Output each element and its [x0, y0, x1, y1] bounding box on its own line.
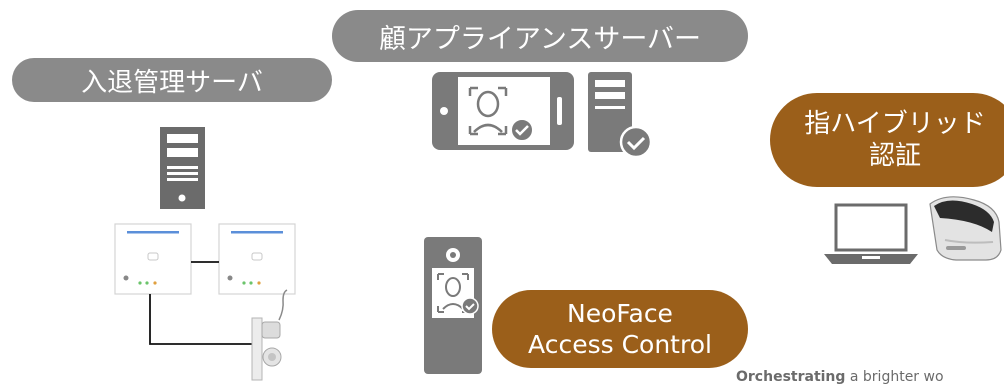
control-panel-left [114, 223, 192, 295]
laptop-icon [824, 203, 918, 264]
electric-lock-icon [251, 289, 288, 381]
face-appliance-server-label: 顧アプライアンスサーバー [332, 10, 748, 62]
tagline: Orchestrating a brighter wo [736, 369, 944, 385]
wiring-lines [149, 261, 252, 345]
finger-vein-sensor-icon [929, 196, 1002, 261]
tagline-rest: a brighter wo [845, 369, 944, 385]
neoface-access-control-label: NeoFace Access Control [492, 290, 748, 368]
control-panel-right [218, 223, 296, 295]
finger-hybrid-auth-label: 指ハイブリッド 認証 [770, 93, 1004, 187]
face-tablet-icon [432, 72, 574, 150]
entry-server-tower-icon [160, 127, 205, 209]
tagline-bold: Orchestrating [736, 369, 846, 385]
neoface-terminal-icon [424, 237, 482, 374]
entry-management-server-label: 入退管理サーバ [12, 58, 332, 102]
appliance-server-icon [588, 72, 653, 159]
